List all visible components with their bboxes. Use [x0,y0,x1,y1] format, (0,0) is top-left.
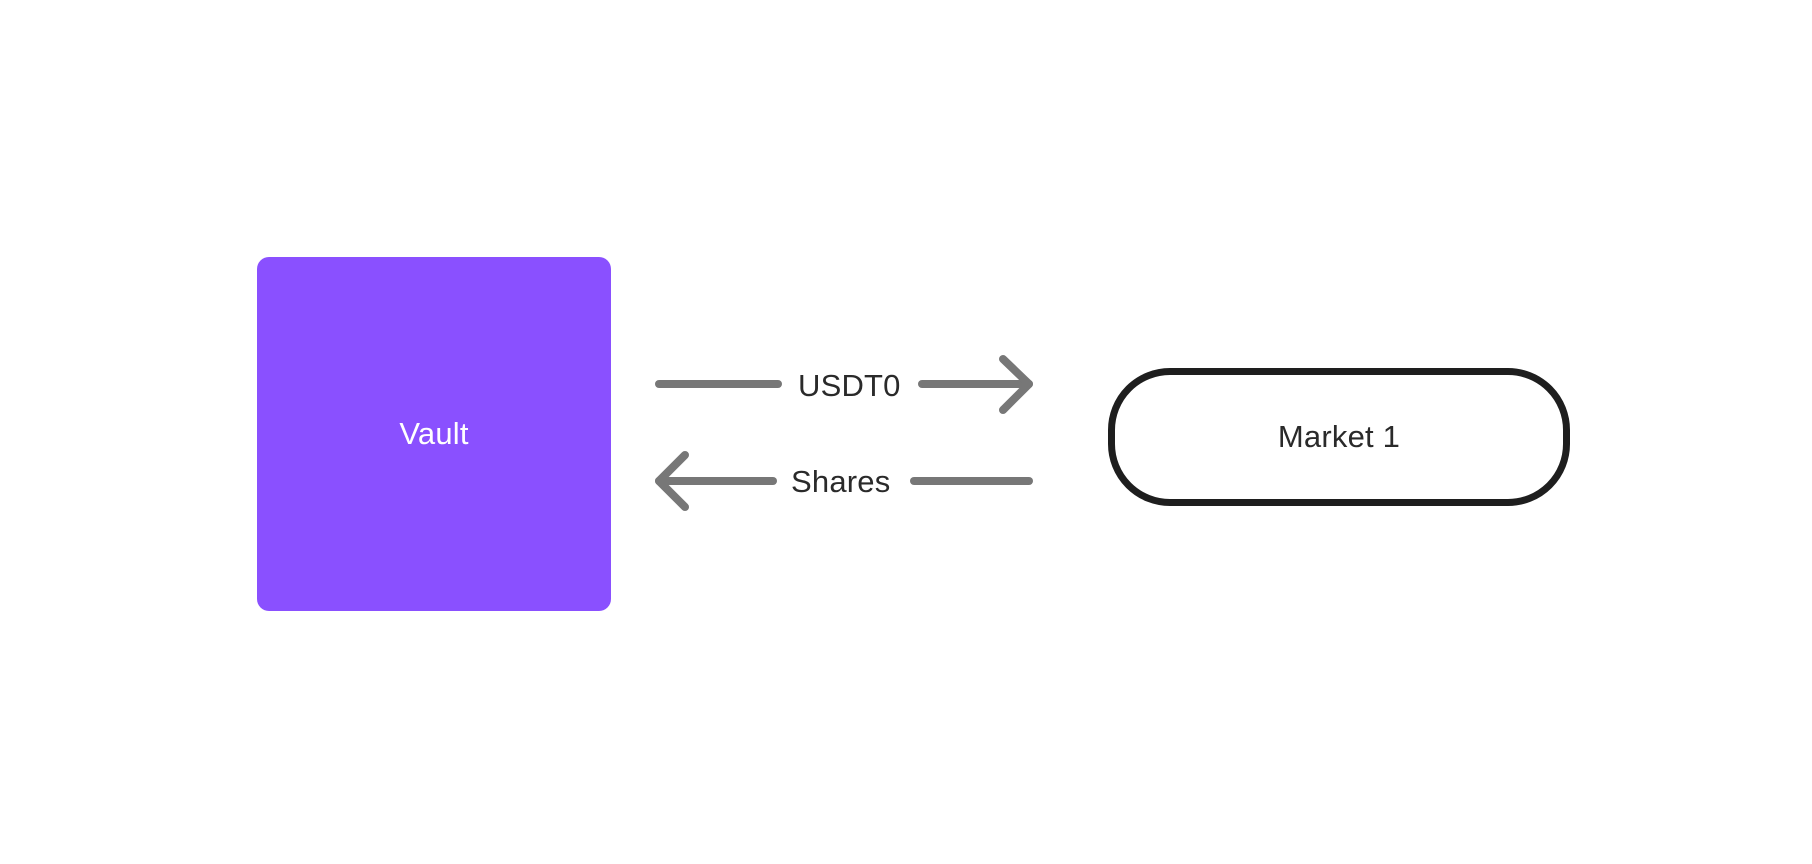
market-label: Market 1 [1277,419,1401,454]
market-node: Market 1 [1108,368,1570,506]
vault-node: Vault [257,257,611,611]
deposit-edge-label: USDT0 [798,368,901,403]
return-arrowhead-icon [655,451,689,511]
deposit-arrowhead-icon [999,355,1033,414]
vault-label: Vault [399,416,469,451]
return-edge-label: Shares [791,464,891,499]
